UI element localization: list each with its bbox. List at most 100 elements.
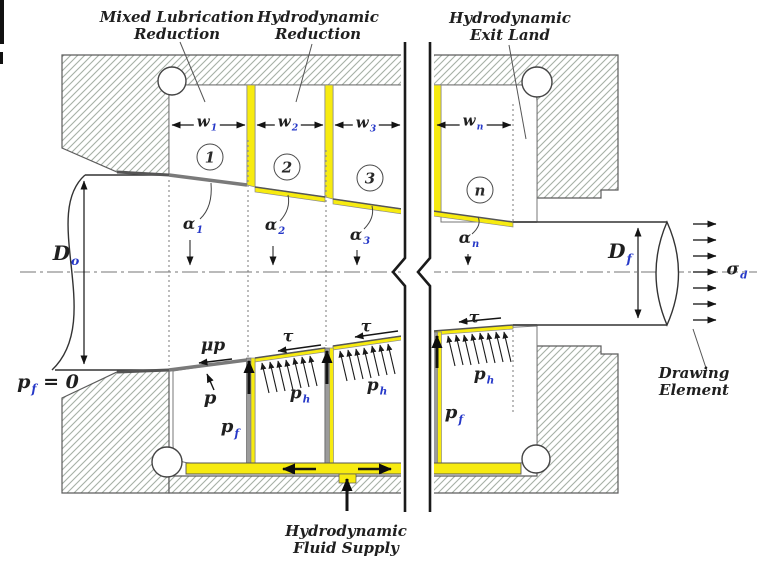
callout-line: Element [659, 381, 729, 399]
p-arrow [206, 373, 215, 391]
math-rest: = 0 [36, 371, 79, 394]
math-base: p [17, 371, 31, 394]
label-alphan: αn [459, 229, 480, 253]
wire-exit-break [655, 220, 680, 327]
math-base: α [349, 224, 363, 244]
math-base: σ [726, 259, 740, 280]
label-ph-3: ph [474, 366, 495, 389]
housing-lower-band-left [168, 475, 403, 494]
math-base: τ [468, 307, 480, 327]
exit-land-leader [508, 44, 527, 140]
supply-channel-right [432, 462, 522, 475]
label-p: p [204, 389, 217, 407]
notch-bottom-left [151, 446, 183, 478]
math-sub: n [472, 239, 480, 251]
wire-outline [51, 170, 680, 374]
math-sub: 3 [369, 123, 377, 135]
segment-n [440, 84, 538, 223]
segment-number-text: 1 [204, 148, 216, 166]
label-ph-1: ph [290, 385, 311, 408]
math-base: D [608, 239, 626, 263]
math-base: τ [360, 316, 372, 336]
gap-strip-3 [432, 84, 442, 214]
hydrodynamic-reduction-leader [295, 43, 313, 103]
label-pf-2: pf [445, 404, 463, 428]
alpha2-leader [279, 194, 290, 222]
notch-top-right [521, 66, 553, 98]
callout-line: Exit Land [470, 26, 550, 44]
callout-line: Hydrodynamic [285, 522, 407, 540]
math-sub: h [379, 385, 388, 398]
break-marks [391, 42, 434, 512]
math-sub: 1 [210, 122, 218, 134]
contact-1-top [168, 173, 248, 187]
segment-number-text: n [474, 181, 486, 199]
segment-n-lower [440, 325, 538, 464]
segment-number-text: 2 [281, 158, 293, 176]
wire-entry-break [51, 174, 86, 371]
drawing-element-leader [692, 328, 708, 372]
callout-line: Fluid Supply [293, 539, 399, 557]
ph-fan-segment-2 [260, 355, 318, 394]
wall-1-fluid [250, 357, 256, 464]
math-sub: 2 [278, 226, 286, 238]
segment-number-3: 3 [356, 164, 384, 192]
math-base: α [458, 227, 472, 247]
math-base: w [355, 113, 369, 132]
math-sub: 2 [291, 122, 299, 134]
math-base: w [462, 111, 476, 130]
label-tau-2: τ [361, 318, 372, 335]
wall-2-fluid [329, 347, 334, 464]
label-w2: w2 [274, 112, 302, 137]
segment-number-2: 2 [273, 153, 301, 181]
alpha3-leader [363, 205, 374, 230]
label-tau-1: τ [283, 328, 294, 345]
callout-line: Hydrodynamic [449, 9, 571, 27]
callout-line: Drawing [658, 364, 730, 382]
callout-line: Reduction [274, 25, 362, 43]
math-base: p [220, 416, 234, 438]
segment-1-lower [172, 359, 248, 464]
callout-fluid-supply: Hydrodynamic Fluid Supply [285, 523, 407, 557]
label-w3: w3 [352, 113, 380, 138]
ph-fan-segment-3 [338, 343, 396, 382]
alphan-leader [471, 216, 480, 235]
callout-mixed-lubrication: Mixed Lubrication Reduction [100, 9, 254, 43]
label-mup: μp [201, 337, 225, 355]
tau-arrow-n [458, 317, 502, 325]
math-base: p [444, 402, 458, 424]
math-base: w [196, 112, 210, 131]
entry-land-bottom [116, 368, 170, 374]
math-sub: h [302, 393, 311, 406]
math-sub: 3 [363, 236, 371, 248]
math-base: α [264, 214, 278, 234]
math-base: D [52, 241, 71, 265]
mixed-lubrication-leader [179, 41, 206, 103]
notch-circles [151, 66, 553, 478]
force-arrows [198, 220, 717, 511]
callout-hydrodynamic-exit-land: Hydrodynamic Exit Land [449, 10, 571, 44]
label-do: Do [53, 243, 80, 269]
entry-land-top [116, 170, 170, 177]
math-sub: f [31, 381, 37, 396]
math-base: p [366, 375, 379, 396]
contact-1-bottom [168, 358, 248, 372]
alpha1-leader [199, 182, 212, 220]
math-base: w [277, 112, 291, 131]
math-sub: 1 [196, 225, 204, 237]
math-sub: f [458, 412, 464, 426]
callout-leaders [179, 41, 708, 372]
callout-line: Reduction [133, 25, 221, 43]
callout-hydrodynamic-reduction: Hydrodynamic Reduction [257, 9, 379, 43]
label-sigma-d: σd [727, 261, 748, 284]
math-base: α [182, 213, 196, 233]
housing-lower-left [61, 369, 170, 494]
segment-number-text: 3 [364, 169, 376, 187]
ph-fan-segment-n [446, 331, 512, 367]
label-pf-zero: pf = 0 [17, 371, 79, 398]
tau-arrow-3 [354, 330, 399, 340]
math-sub: n [476, 121, 484, 133]
math-base: τ [282, 326, 294, 346]
label-alpha1: α1 [183, 215, 203, 239]
segment-number-n: n [466, 176, 494, 204]
